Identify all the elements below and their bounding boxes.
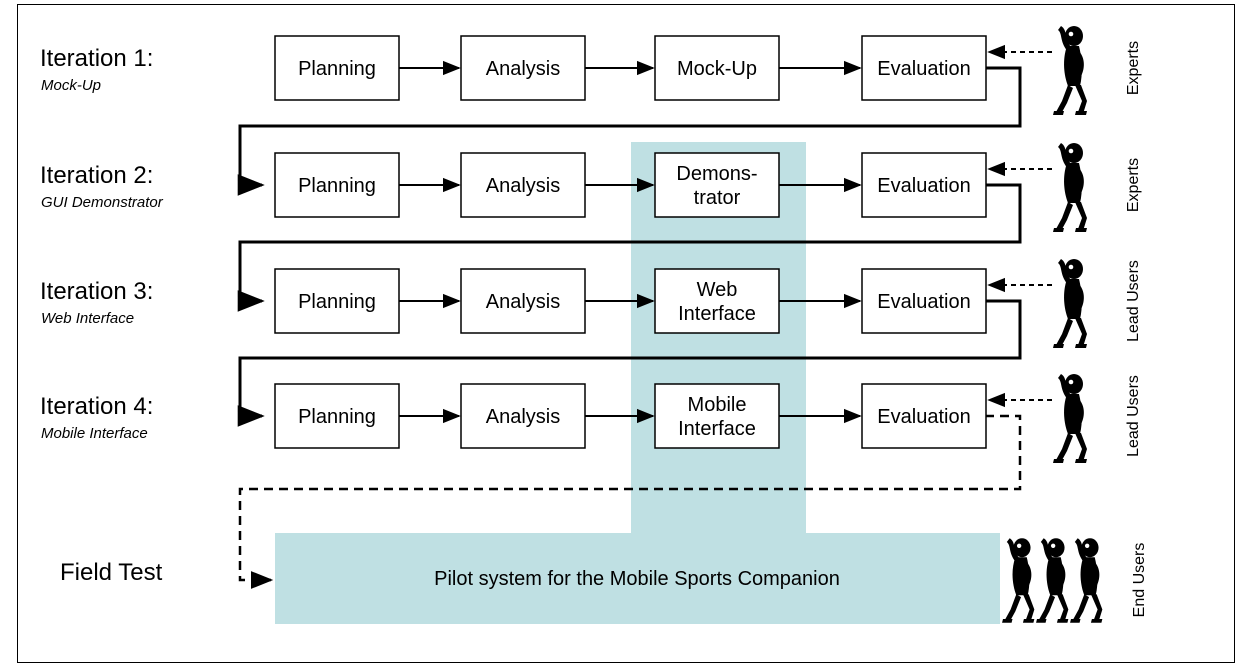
step-box-analysis: Analysis — [460, 35, 586, 101]
iteration-title: Iteration 3: — [40, 278, 153, 305]
step-box-analysis: Analysis — [460, 383, 586, 449]
step-box-planning: Planning — [274, 383, 400, 449]
reviewer-role-label: Lead Users — [1125, 375, 1142, 457]
iteration-title: Iteration 1: — [40, 45, 153, 72]
step-label: Analysis — [486, 58, 560, 80]
step-box-analysis: Analysis — [460, 152, 586, 218]
step-label: Planning — [298, 175, 376, 197]
thinking-person-icon — [1053, 143, 1087, 232]
step-label: Planning — [298, 291, 376, 313]
field-test-label: Field Test — [60, 559, 163, 586]
step-box-evaluation: Evaluation — [861, 35, 987, 101]
iteration-row: Iteration 2: GUI Demonstrator Planning Anal… — [40, 143, 1142, 232]
iteration-row: Iteration 3: Web Interface Planning Analysi… — [40, 259, 1142, 348]
thinking-person-icon — [1053, 374, 1087, 463]
iteration-subtitle: Web Interface — [41, 310, 134, 327]
step-label: Analysis — [486, 291, 560, 313]
end-user-icon — [1070, 538, 1103, 623]
step-label: Mock-Up — [677, 58, 757, 80]
reviewer-role-label: Experts — [1125, 41, 1142, 95]
step-label: Analysis — [486, 175, 560, 197]
step-box-evaluation: Evaluation — [861, 268, 987, 334]
end-user-icon — [1036, 538, 1069, 623]
step-label: Demons-trator — [676, 163, 757, 209]
step-label: Analysis — [486, 406, 560, 428]
thinking-person-icon — [1053, 26, 1087, 115]
pilot-system-band — [275, 533, 1000, 624]
step-box-evaluation: Evaluation — [861, 152, 987, 218]
iteration-row: Iteration 4: Mobile Interface Planning Anal… — [40, 374, 1142, 463]
field-test-connector — [238, 414, 1022, 589]
step-label: Evaluation — [877, 291, 970, 313]
iteration-connectors — [237, 66, 1022, 427]
step-box-analysis: Analysis — [460, 268, 586, 334]
step-label: Planning — [298, 406, 376, 428]
step-box-evaluation: Evaluation — [861, 383, 987, 449]
step-box-planning: Planning — [274, 268, 400, 334]
iteration-title: Iteration 4: — [40, 393, 153, 420]
step-box-planning: Planning — [274, 35, 400, 101]
iteration-subtitle: Mobile Interface — [41, 425, 148, 442]
reviewer-role-label: Lead Users — [1125, 260, 1142, 342]
step-box-planning: Planning — [274, 152, 400, 218]
iteration-subtitle: Mock-Up — [41, 77, 101, 94]
step-box-prototype: Demons-trator — [654, 152, 780, 218]
step-box-prototype: Mock-Up — [654, 35, 780, 101]
iteration-title: Iteration 2: — [40, 162, 153, 189]
step-label: Evaluation — [877, 58, 970, 80]
end-user-icon — [1002, 538, 1035, 623]
iteration-subtitle: GUI Demonstrator — [41, 194, 164, 211]
step-label: Evaluation — [877, 175, 970, 197]
pilot-system-label: Pilot system for the Mobile Sports Compa… — [434, 568, 840, 590]
thinking-person-icon — [1053, 259, 1087, 348]
step-label: Evaluation — [877, 406, 970, 428]
reviewer-role-label: Experts — [1125, 158, 1142, 212]
step-label: Planning — [298, 58, 376, 80]
end-users-role-label: End Users — [1131, 543, 1148, 618]
